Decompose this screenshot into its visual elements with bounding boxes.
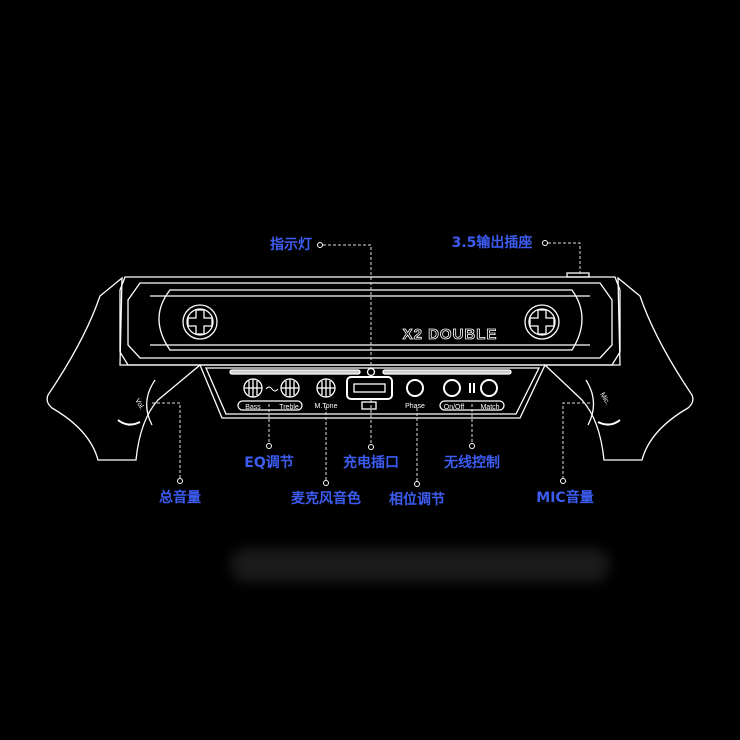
- treble-label: Treble: [279, 404, 299, 411]
- match-label: Match: [480, 404, 499, 411]
- callout-phase: 相位调节: [389, 492, 445, 508]
- vol-label: Vol.: [133, 398, 145, 412]
- phase-label: Phase: [405, 403, 425, 410]
- mic-label: Mic.: [598, 392, 611, 407]
- mtone-label: M.Tone: [315, 403, 338, 410]
- left-wing: [46, 276, 202, 461]
- device-shadow: [230, 548, 610, 582]
- callout-wireless: 无线控制: [444, 455, 500, 471]
- callout-charge: 充电插口: [343, 455, 399, 471]
- phase-jack: [406, 379, 424, 397]
- callout-eq: EQ调节: [244, 455, 294, 471]
- left-screw-icon: [182, 304, 218, 340]
- onoff-label: On/Off: [444, 404, 465, 411]
- right-wing: [543, 276, 694, 461]
- callout-3.5-output: 3.5输出插座: [451, 235, 533, 251]
- product-logo: X2 DOUBLE: [403, 326, 498, 343]
- callout-mic-volume: MIC音量: [536, 490, 594, 506]
- bass-label: Bass: [245, 404, 261, 411]
- top-bar: [119, 276, 621, 366]
- callout-mic-tone: 麦克风音色: [291, 491, 361, 507]
- right-screw-icon: [524, 304, 560, 340]
- indicator-led: [366, 367, 376, 377]
- control-panel: [199, 364, 547, 419]
- charge-port: [346, 376, 393, 400]
- callout-master-volume: 总音量: [159, 490, 201, 506]
- callout-indicator: 指示灯: [270, 237, 312, 253]
